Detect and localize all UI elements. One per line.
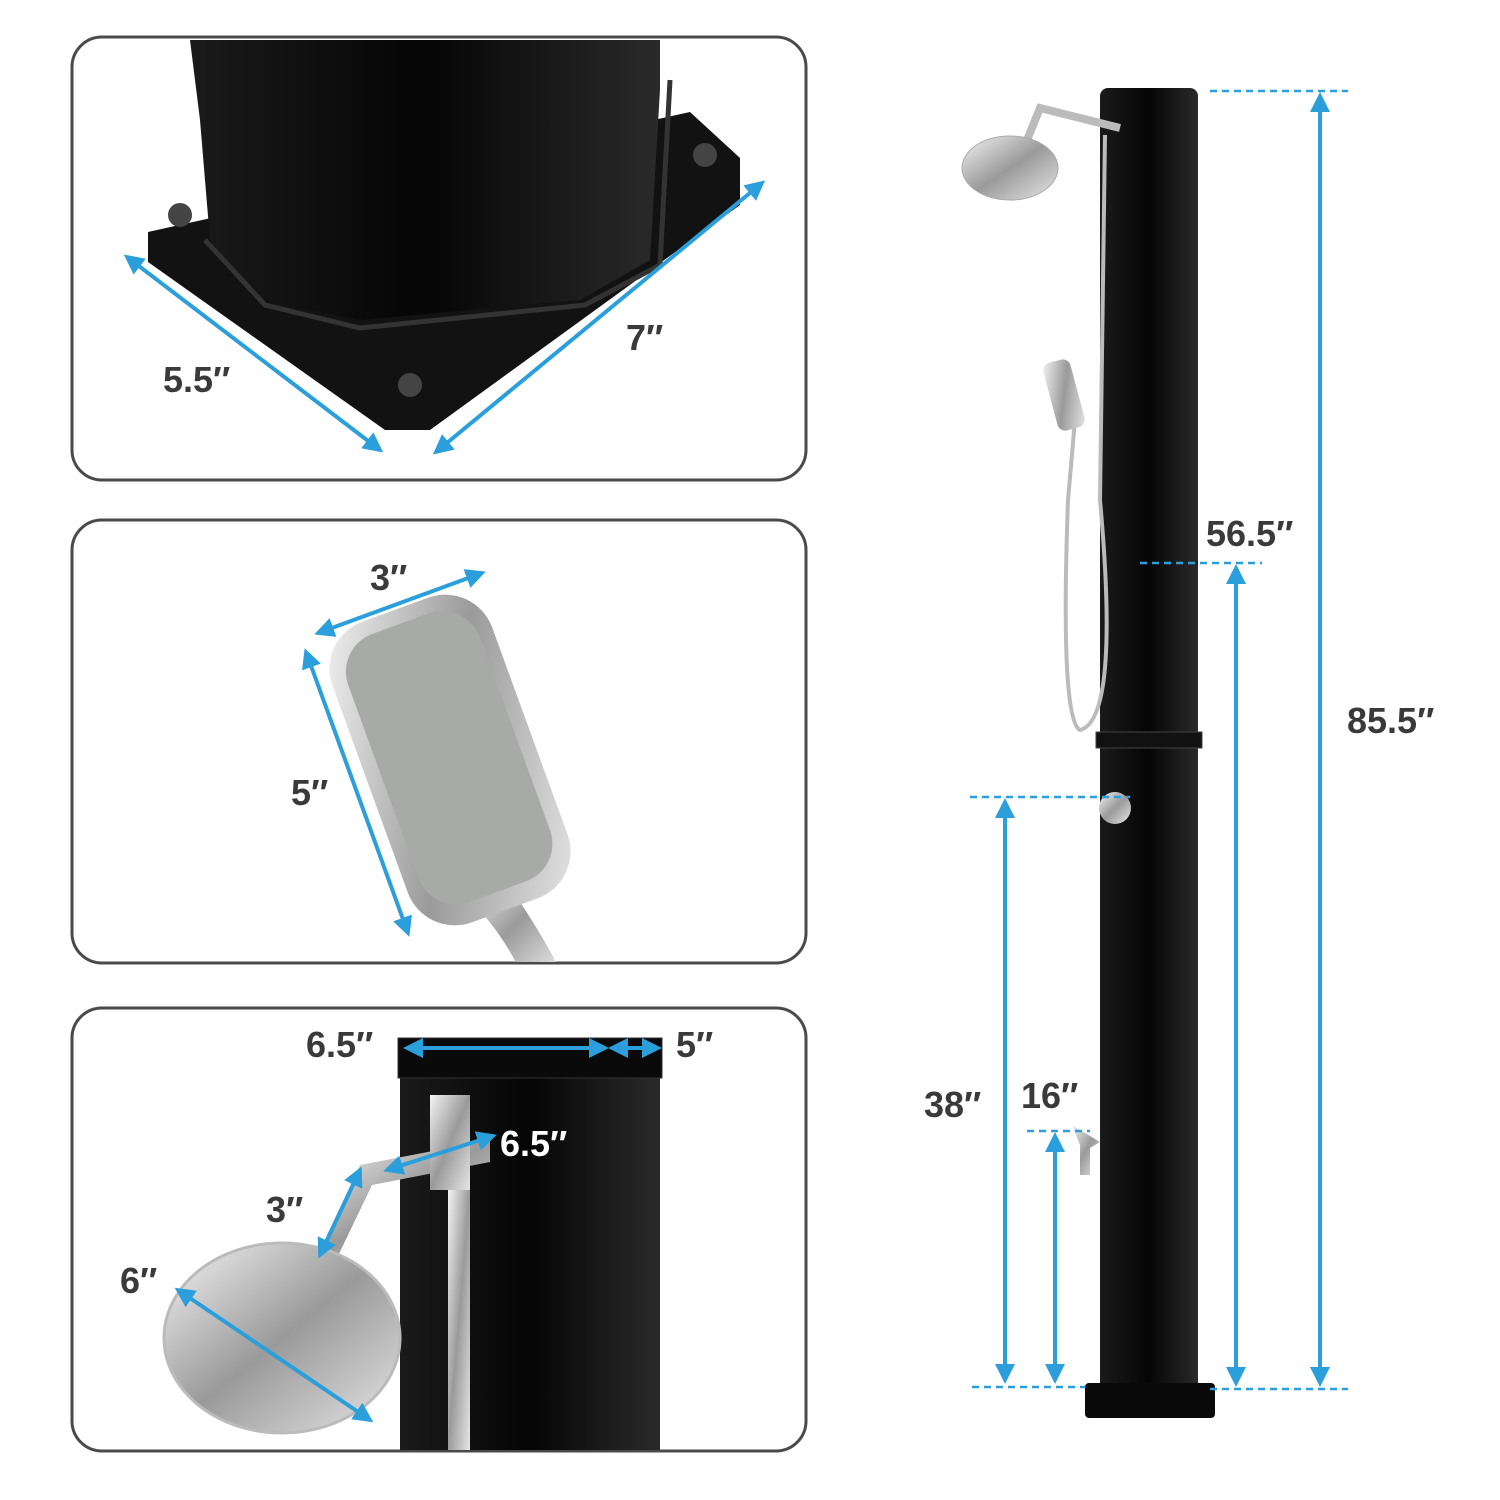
arm-length-dimension bbox=[383, 1131, 497, 1175]
handheld-length-label: 5″ bbox=[291, 772, 328, 813]
head-diameter-dimension bbox=[174, 1287, 374, 1423]
arm-drop-label: 3″ bbox=[266, 1189, 303, 1230]
arm-length-label: 6.5″ bbox=[500, 1123, 567, 1164]
overhead-arm bbox=[1021, 103, 1121, 147]
base-foot bbox=[1085, 1383, 1215, 1418]
tap-height-label: 16″ bbox=[1021, 1075, 1078, 1116]
total-height-label: 85.5″ bbox=[1347, 700, 1434, 741]
handheld-width-label: 3″ bbox=[370, 557, 407, 598]
mixer-knob bbox=[1099, 792, 1131, 824]
handheld-in-holder bbox=[1043, 359, 1085, 431]
column-width-label: 6.5″ bbox=[306, 1024, 373, 1065]
foot-tap bbox=[1072, 1125, 1100, 1175]
head-diameter-label: 6″ bbox=[120, 1260, 157, 1301]
base-width-dimension bbox=[123, 254, 384, 453]
full-shower-view: 56.5″ 85.5″ 38″ 16″ bbox=[924, 88, 1434, 1418]
arm-drop-dimension bbox=[317, 1166, 363, 1259]
hose-loop bbox=[1063, 134, 1109, 733]
handheld-length-dimension bbox=[302, 648, 412, 937]
mixer-height-label: 38″ bbox=[924, 1084, 981, 1125]
rain-shower-head bbox=[162, 1241, 402, 1435]
handheld-width-dimension bbox=[314, 569, 486, 637]
holder-height-label: 56.5″ bbox=[1206, 513, 1293, 554]
base-detail-panel: 5.5″ 7″ bbox=[70, 35, 808, 482]
base-width-label: 5.5″ bbox=[163, 359, 230, 400]
handheld-detail-panel: 3″ 5″ bbox=[70, 518, 808, 965]
pillar bbox=[190, 40, 660, 320]
top-detail-panel: 6.5″ 5″ 6.5″ 3″ 6″ bbox=[70, 1006, 808, 1453]
hose bbox=[448, 1190, 470, 1450]
column-depth-label: 5″ bbox=[676, 1024, 713, 1065]
base-length-label: 7″ bbox=[626, 317, 663, 358]
overhead-shower-head bbox=[961, 135, 1059, 201]
base-length-dimension bbox=[432, 180, 766, 455]
